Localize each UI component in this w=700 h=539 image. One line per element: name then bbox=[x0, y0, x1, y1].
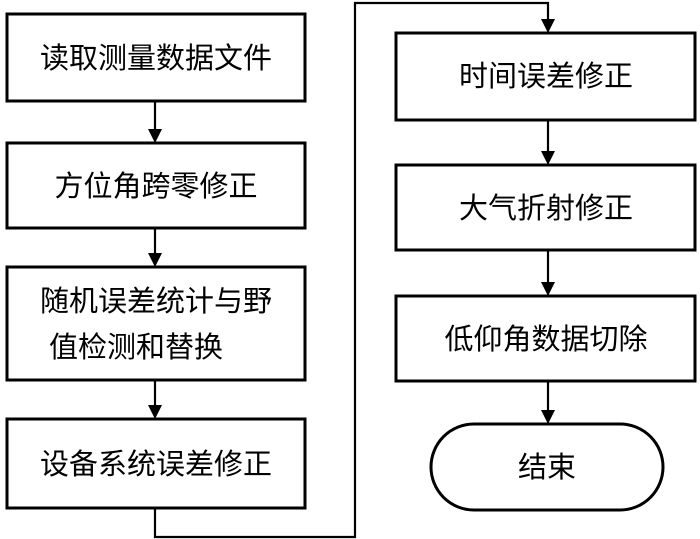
step-label: 读取测量数据文件 bbox=[40, 41, 272, 75]
step-system-error: 设备系统误差修正 bbox=[5, 417, 307, 510]
step-label: 大气折射修正 bbox=[459, 191, 633, 225]
flow-connectors bbox=[148, 1, 555, 539]
step-box bbox=[5, 141, 307, 230]
step-label: 低仰角数据切除 bbox=[444, 322, 647, 356]
step-atmospheric-refraction: 大气折射修正 bbox=[394, 163, 697, 252]
step-low-elevation-cut: 低仰角数据切除 bbox=[394, 294, 697, 383]
end-terminal: 结束 bbox=[429, 422, 665, 512]
arrow-head-7-end bbox=[541, 410, 555, 424]
step-label: 时间误差修正 bbox=[459, 59, 633, 93]
step-box bbox=[5, 417, 307, 510]
step-label: 方位角跨零修正 bbox=[54, 169, 257, 203]
step-label-line-1: 随机误差统计与野 bbox=[40, 284, 272, 318]
arrow-head-2-3 bbox=[148, 253, 162, 267]
step-box bbox=[394, 294, 697, 383]
connector-4-5 bbox=[153, 1, 550, 539]
end-shape bbox=[429, 422, 665, 512]
step-box bbox=[5, 265, 307, 382]
step-box bbox=[5, 12, 307, 103]
arrow-head-4-5 bbox=[541, 19, 555, 33]
step-box bbox=[394, 31, 697, 122]
step-azimuth-zero-crossing: 方位角跨零修正 bbox=[5, 141, 307, 230]
step-box bbox=[394, 163, 697, 252]
step-time-error: 时间误差修正 bbox=[394, 31, 697, 122]
arrow-head-6-7 bbox=[541, 282, 555, 296]
arrow-head-1-2 bbox=[148, 129, 162, 143]
step-label-line-2: 值检测和替换 bbox=[49, 330, 223, 364]
step-random-error-outliers: 随机误差统计与野 值检测和替换 bbox=[5, 265, 307, 382]
step-read-data-file: 读取测量数据文件 bbox=[5, 12, 307, 103]
step-label: 设备系统误差修正 bbox=[40, 447, 272, 481]
arrow-head-5-6 bbox=[541, 151, 555, 165]
end-label: 结束 bbox=[518, 450, 576, 484]
arrow-head-3-4 bbox=[148, 405, 162, 419]
